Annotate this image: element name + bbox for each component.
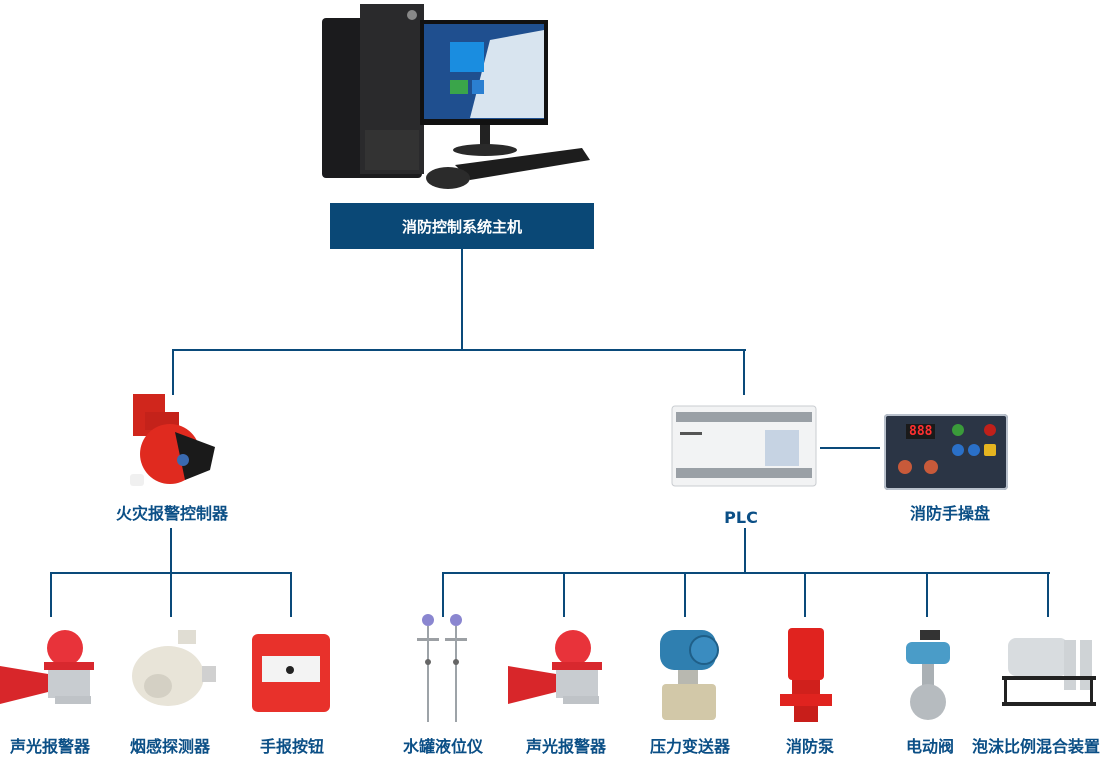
- connector-line: [743, 349, 745, 395]
- plc-icon: [671, 405, 817, 487]
- connector-line: [563, 572, 565, 617]
- alarm-child-label: 烟感探测器: [129, 737, 211, 756]
- alarm-child-label: 手报按钮: [259, 737, 325, 756]
- fire-pump-icon: [780, 628, 832, 722]
- manual-control-panel-icon: 888: [884, 414, 1008, 490]
- connector-line: [684, 572, 686, 617]
- electric-valve-icon: [906, 630, 950, 720]
- connector-line: [290, 572, 292, 617]
- plc-child-label: 水罐液位仪: [402, 737, 484, 756]
- smoke-detector-icon: [132, 630, 216, 706]
- manual-control-panel-label: 消防手操盘: [909, 504, 991, 523]
- plc-child-label: 消防泵: [785, 737, 835, 756]
- plc-child-label: 压力变送器: [649, 737, 731, 756]
- connector-line: [1047, 572, 1049, 617]
- connector-line: [820, 447, 880, 449]
- connector-line: [804, 572, 806, 617]
- connector-line: [442, 572, 444, 617]
- sound-light-alarm-icon: [508, 630, 602, 704]
- sound-light-alarm-icon: [0, 630, 94, 704]
- host-title-box: 消防控制系统主机: [330, 203, 594, 249]
- connector-line: [170, 572, 172, 617]
- connector-line: [744, 528, 746, 572]
- connector-line: [172, 349, 174, 395]
- plc-child-label: 泡沫比例混合装置: [971, 737, 1101, 756]
- pressure-transmitter-icon: [660, 630, 719, 720]
- manual-alarm-button-icon: [252, 634, 330, 712]
- host-label: 消防控制系统主机: [401, 217, 522, 236]
- connector-line: [50, 572, 52, 617]
- desktop-computer-icon: [322, 4, 590, 189]
- connector-line: [172, 349, 746, 351]
- fire-alarm-controller-icon: [130, 394, 215, 486]
- fire-alarm-controller-label: 火灾报警控制器: [115, 504, 229, 523]
- connector-line: [170, 528, 172, 572]
- plc-child-label: 电动阀: [905, 737, 955, 756]
- plc-child-label: 声光报警器: [525, 737, 607, 756]
- tank-level-meter-icon: [417, 614, 467, 722]
- connector-line: [461, 249, 463, 349]
- alarm-child-label: 声光报警器: [9, 737, 91, 756]
- connector-line: [926, 572, 928, 617]
- connector-line: [442, 572, 1050, 574]
- panel-display: 888: [906, 424, 936, 439]
- foam-proportioning-unit-icon: [1002, 638, 1096, 706]
- plc-label: PLC: [724, 508, 758, 527]
